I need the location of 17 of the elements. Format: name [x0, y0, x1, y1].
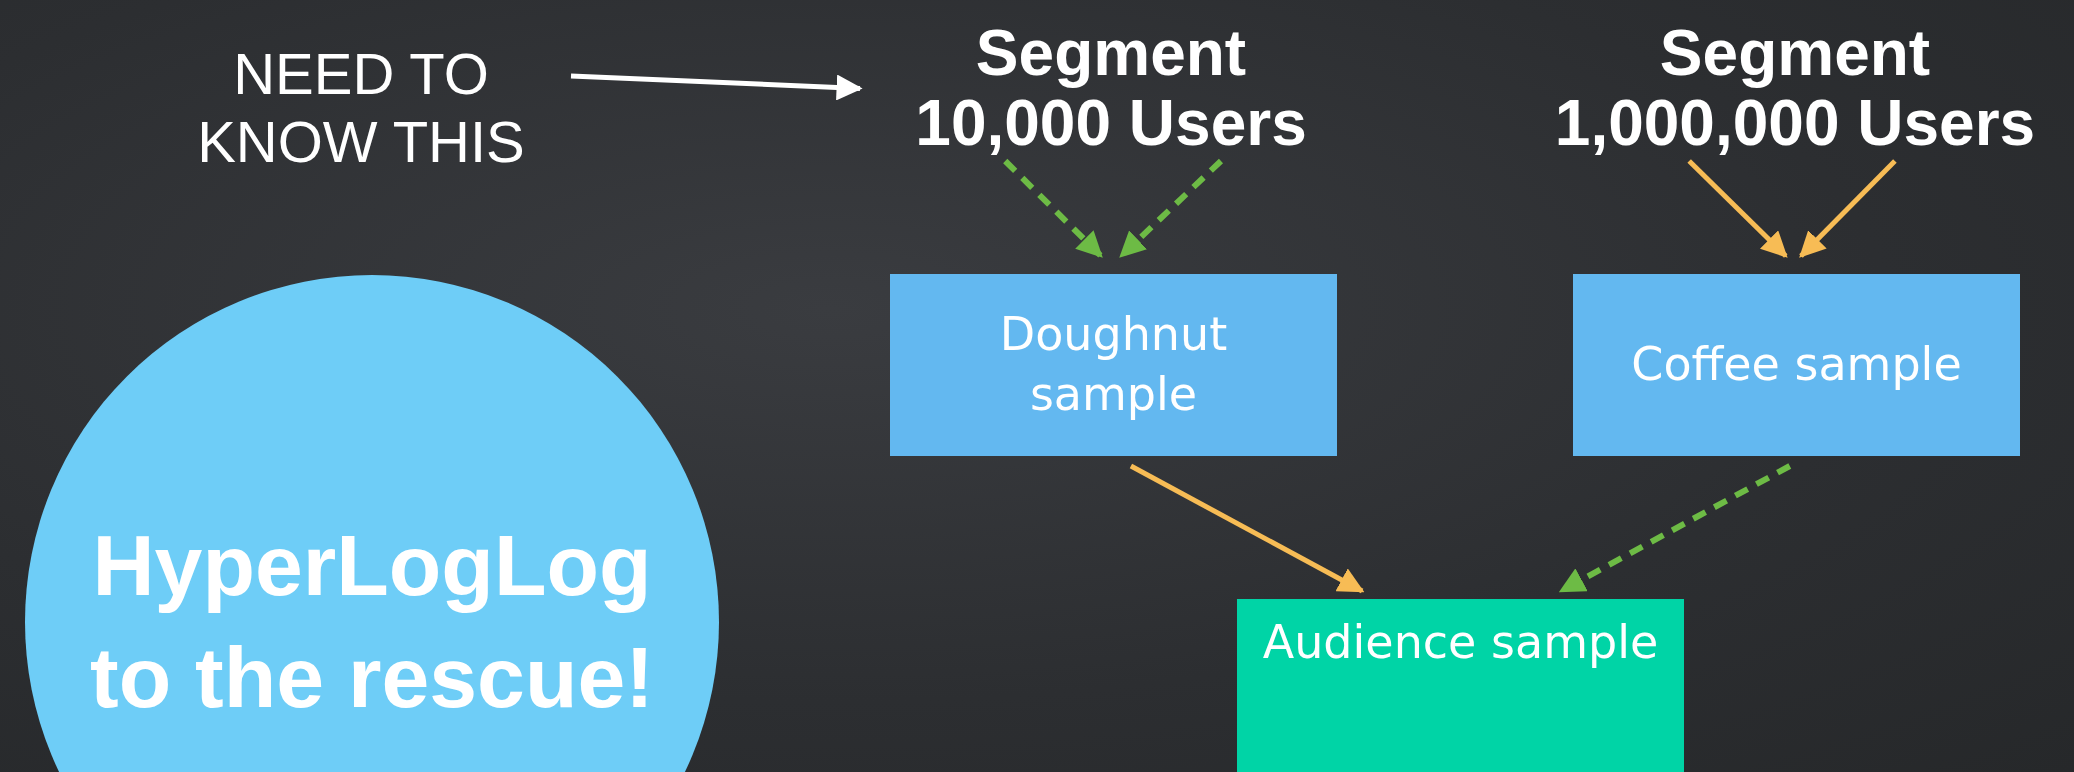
box-label: Coffee sample: [1630, 336, 1963, 394]
arrow: [1119, 158, 1224, 259]
process-box: [890, 274, 1337, 456]
box-label: Audience sample: [1261, 614, 1660, 671]
process-box: [1237, 599, 1684, 772]
heading-text: Segment 10,000 Users: [876, 18, 1346, 159]
arrow: [1799, 159, 1897, 258]
arrow: [1003, 158, 1104, 259]
process-box: [1573, 274, 2020, 456]
heading-text: Segment 1,000,000 Users: [1525, 18, 2065, 159]
callout-text: HyperLogLog to the rescue!: [89, 516, 655, 727]
arrow: [1129, 463, 1365, 594]
arrow: [1558, 463, 1792, 594]
arrow: [1687, 159, 1788, 258]
heading-text: NEED TO KNOW THIS: [171, 40, 551, 176]
box-label: Doughnut sample: [998, 306, 1229, 423]
arrow: [570, 73, 863, 101]
